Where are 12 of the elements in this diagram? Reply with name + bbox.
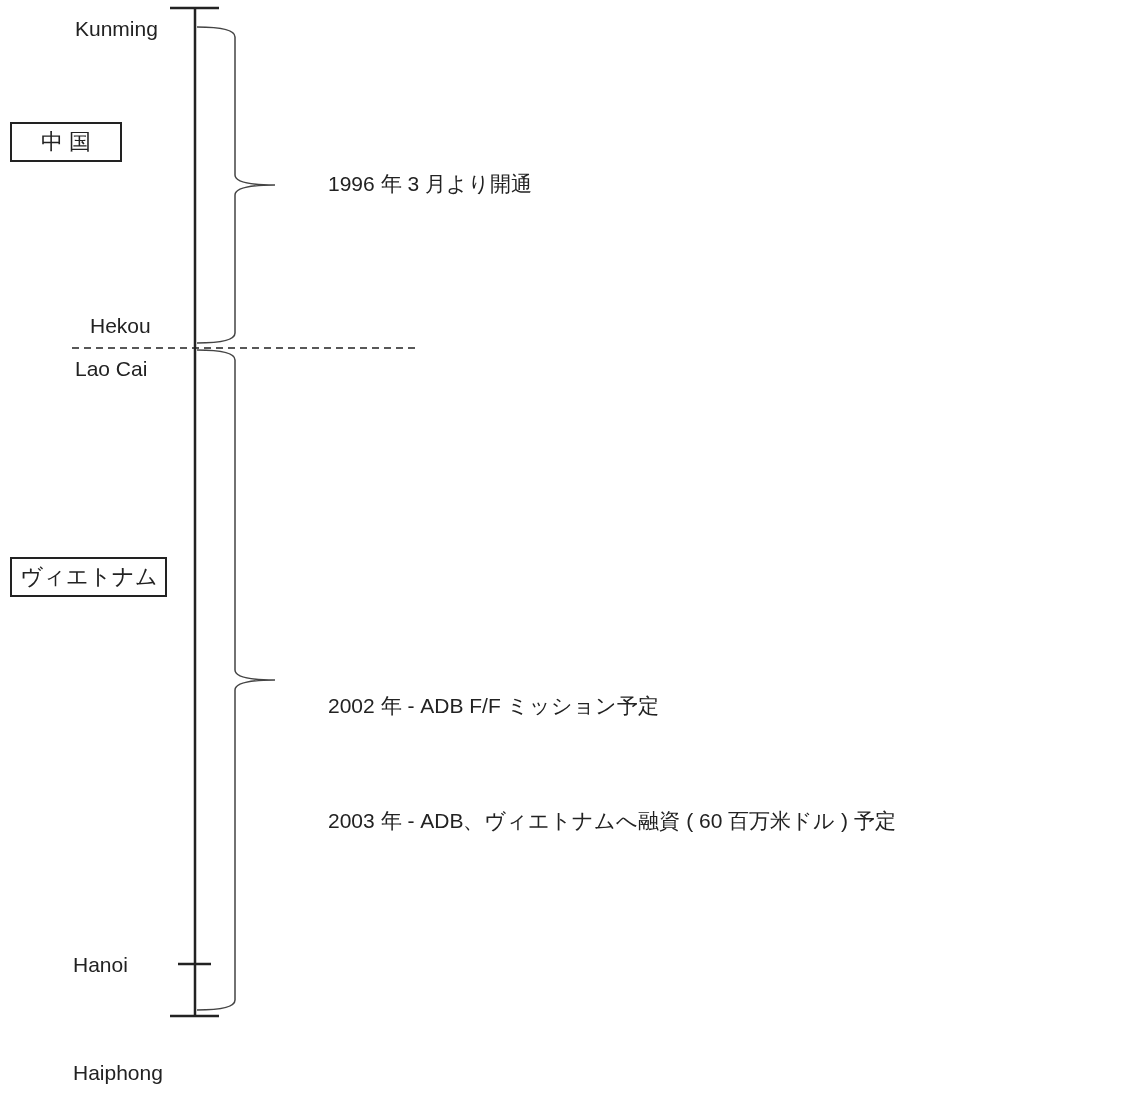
station-name: Haiphong (73, 1060, 163, 1086)
country-name: ヴィエトナム (19, 563, 158, 591)
note-text: 1996 年 3 月より開通 (328, 171, 532, 197)
country-box (10, 557, 167, 597)
note-text: 2003 年 - ADB、ヴィエトナムへ融資 ( 60 百万米ドル ) 予定 (328, 808, 896, 834)
station-name: Hekou (90, 313, 151, 339)
note-text: 2002 年 - ADB F/F ミッション予定 (328, 693, 659, 719)
country-name: 中 国 (40, 128, 92, 156)
station-name: Hanoi (73, 952, 128, 978)
station-name: Kunming (75, 16, 158, 42)
country-box (10, 122, 122, 162)
station-name: Lao Cai (75, 356, 148, 382)
